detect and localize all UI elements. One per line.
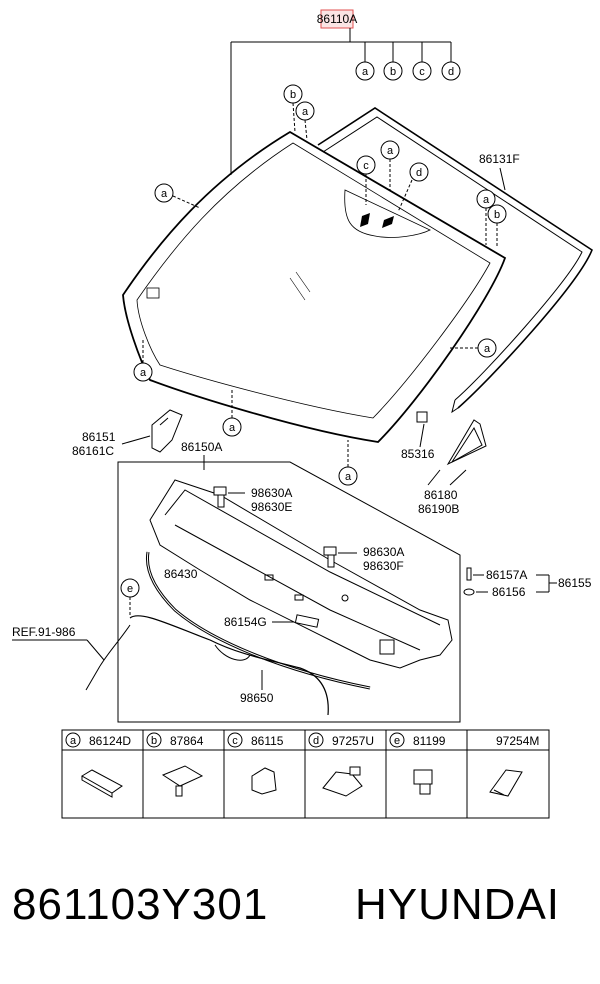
screw-86157a — [466, 567, 472, 581]
svg-text:a: a — [140, 367, 147, 379]
clip1-label-a: 98630A — [251, 486, 292, 500]
pad-label: 86154G — [224, 615, 267, 629]
legend-letter-circle — [389, 732, 405, 748]
legend-letter-circle — [308, 732, 324, 748]
main-callouts: a b c d — [355, 61, 461, 81]
legend-part-number: 81199 — [413, 734, 446, 748]
legend-letter-circle — [146, 732, 162, 748]
grommet-label: 86156 — [492, 585, 526, 599]
cowl-panel-label: 86150A — [181, 440, 222, 454]
bracket-label-lower: 86161C — [72, 444, 114, 458]
assembly-label: 86155 — [558, 576, 592, 590]
legend-icon-97254m — [489, 769, 523, 797]
legend-part-number: 86115 — [251, 734, 284, 748]
legend-part-number: 87864 — [170, 734, 204, 748]
washer-hose — [129, 615, 329, 716]
legend-headers: a 86124D b 87864 c 86115 d 97257U e 81199 97254M — [65, 732, 539, 748]
callout-d — [441, 61, 461, 81]
legend-letter: d — [313, 735, 319, 747]
clip2-label-a: 98630A — [363, 545, 404, 559]
clip1-label-b: 98630E — [251, 500, 292, 514]
weatherstrip-label: 86430 — [164, 567, 198, 581]
callout-a — [355, 61, 375, 81]
ref-label: REF.91-986 — [12, 625, 76, 639]
svg-text:c: c — [419, 66, 425, 78]
svg-text:d: d — [448, 66, 454, 78]
windshield-moulding — [317, 107, 593, 414]
legend-table — [61, 729, 550, 819]
svg-text:a: a — [362, 66, 369, 78]
garnish-label-r: 86190B — [418, 502, 459, 516]
legend-part-number: 86124D — [89, 734, 131, 748]
legend-letter-circle — [227, 732, 243, 748]
footer-part-number: 861103Y301 — [12, 880, 269, 929]
svg-text:a: a — [229, 422, 236, 434]
svg-text:a: a — [387, 145, 394, 157]
svg-text:b: b — [494, 209, 500, 221]
clip-98630-2 — [323, 546, 337, 568]
cowl-assembly-frame — [117, 461, 461, 723]
legend-icon-97257u — [322, 766, 363, 797]
assembly-bracket — [536, 574, 557, 593]
svg-text:a: a — [161, 188, 168, 200]
legend-icon-86124d — [81, 769, 123, 798]
clip-98630-1 — [213, 486, 227, 508]
legend-icon-81199 — [413, 769, 433, 795]
grommet-86156 — [463, 588, 475, 596]
svg-text:a: a — [484, 343, 491, 355]
garnish-label-l: 86180 — [424, 488, 458, 502]
legend-letter: c — [232, 735, 238, 747]
legend-letter: a — [70, 735, 77, 747]
cowl-panel — [149, 479, 453, 669]
legend-letter: b — [151, 735, 157, 747]
legend-part-number: 97254M — [496, 734, 539, 748]
svg-text:a: a — [302, 106, 309, 118]
legend-letter-circle — [65, 732, 81, 748]
footer-brand: HYUNDAI — [355, 880, 561, 929]
clip-85316 — [416, 411, 428, 423]
bracket-label-upper: 86151 — [82, 430, 116, 444]
legend-part-number: 97257U — [332, 734, 374, 748]
garnish-triangle — [446, 419, 487, 466]
hose-label: 98650 — [240, 691, 274, 705]
screw-label: 86157A — [486, 568, 527, 582]
legend-icon-86115 — [251, 767, 277, 795]
legend-letter: e — [394, 735, 400, 747]
svg-text:a: a — [345, 471, 352, 483]
main-bracket-lines — [230, 28, 452, 175]
clip2-label-b: 98630F — [363, 559, 404, 573]
pad-86154g — [294, 614, 320, 628]
cover-bracket — [151, 409, 183, 453]
legend-icon-87864 — [161, 765, 204, 797]
svg-text:a: a — [483, 194, 490, 206]
svg-text:b: b — [390, 66, 396, 78]
clip-85316-label: 85316 — [401, 447, 435, 461]
glass-callouts — [133, 84, 507, 486]
callout-c — [412, 61, 432, 81]
glass-callout-letters: b a a c a d a b a a a a — [140, 89, 500, 483]
svg-text:d: d — [416, 167, 422, 179]
callout-b — [383, 61, 403, 81]
moulding-label: 86131F — [479, 152, 520, 166]
windshield-glass — [122, 130, 507, 443]
footer: 861103Y301 HYUNDAI — [0, 880, 600, 950]
svg-text:e: e — [127, 583, 133, 595]
main-part-label: 86110A — [317, 12, 357, 26]
svg-text:b: b — [290, 89, 296, 101]
svg-text:c: c — [363, 160, 369, 172]
main-part-box[interactable] — [320, 9, 354, 29]
